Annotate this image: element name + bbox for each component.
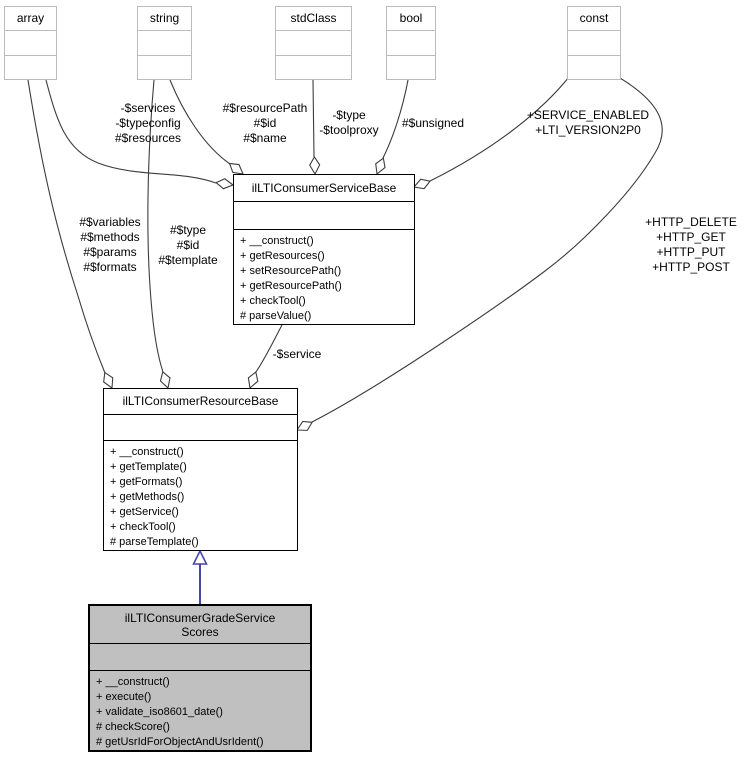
aggregation-diamond: [295, 420, 314, 431]
type-node-bool: bool: [386, 6, 436, 80]
aggregation-diamond: [309, 155, 321, 176]
method-row: + validate_iso8601_date(): [96, 706, 223, 718]
empty-methods-compartment: [568, 55, 620, 79]
empty-attributes-compartment: [5, 31, 56, 55]
class-title: ilLTIConsumerServiceBase: [251, 181, 397, 195]
edge-array-resourcebase: [27, 79, 106, 374]
class-title-line1: ilLTIConsumerGradeService: [124, 610, 276, 625]
edge-label-string-servicebase: #$resourcePath #$id #$name: [222, 101, 308, 145]
empty-attributes-compartment: [387, 31, 435, 55]
type-node-string: string: [137, 6, 192, 80]
empty-attributes-compartment: [138, 31, 191, 55]
edge-label-array-resourcebase: #$variables #$methods #$params #$formats: [79, 215, 141, 274]
class-node-service-base[interactable]: ilLTIConsumerServiceBase + __construct()…: [233, 174, 415, 325]
aggregation-diamond: [412, 178, 431, 190]
empty-attributes-compartment: [276, 31, 351, 55]
methods-compartment: + __construct() + execute() + validate_i…: [90, 670, 310, 750]
edge-string-resourcebase: [147, 79, 164, 373]
edge-bool-servicebase: [382, 79, 409, 159]
method-row: + setResourcePath(): [240, 265, 342, 277]
type-node-label: bool: [387, 7, 435, 31]
method-row: + getTemplate(): [110, 461, 187, 473]
method-row: + getMethods(): [110, 491, 185, 503]
inheritance-arrow: [192, 549, 208, 565]
type-node-label: string: [138, 7, 191, 31]
edge-servicebase-resourcebase: [255, 324, 283, 373]
method-row: # parseTemplate(): [110, 536, 199, 548]
type-node-const: const: [567, 6, 621, 80]
method-row: + checkTool(): [240, 295, 306, 307]
method-row: + __construct(): [240, 235, 314, 247]
method-row: + checkTool(): [110, 521, 176, 533]
method-row: # checkScore(): [96, 721, 170, 733]
empty-methods-compartment: [138, 55, 191, 79]
edge-const-resourcebase: [311, 77, 663, 423]
empty-attributes-compartment: [234, 201, 414, 229]
class-title: ilLTIConsumerResourceBase: [122, 394, 279, 409]
aggregation-diamond: [215, 178, 235, 190]
aggregation-diamond: [247, 371, 259, 390]
type-node-array: array: [4, 6, 57, 80]
method-row: # getUsrIdForObjectAndUsrIdent(): [96, 736, 264, 748]
methods-compartment: + __construct() + getTemplate() + getFor…: [104, 440, 297, 550]
method-row: + getResources(): [240, 250, 325, 262]
type-node-label: stdClass: [276, 7, 351, 31]
method-row: # parseValue(): [240, 310, 312, 322]
class-node-resource-base[interactable]: ilLTIConsumerResourceBase + __construct(…: [103, 388, 298, 551]
methods-compartment: + __construct() + getResources() + setRe…: [234, 229, 414, 324]
method-row: + execute(): [96, 691, 152, 703]
empty-methods-compartment: [5, 55, 56, 79]
edge-label-string-resourcebase: #$type #$id #$template: [158, 223, 218, 267]
aggregation-diamond: [228, 162, 244, 175]
empty-attributes-compartment: [90, 643, 310, 670]
aggregation-diamond: [103, 371, 114, 390]
type-node-label: array: [5, 7, 56, 31]
class-title: ilLTIConsumerGradeService Scores: [90, 606, 310, 643]
edge-stdclass-servicebase: [312, 79, 315, 158]
method-row: + getResourcePath(): [240, 280, 342, 292]
edge-label-stdclass-servicebase: -$type -$toolproxy: [319, 108, 379, 137]
empty-methods-compartment: [387, 55, 435, 79]
edge-label-const-resourcebase: +HTTP_DELETE +HTTP_GET +HTTP_PUT +HTTP_P…: [645, 215, 737, 274]
edge-const-servicebase: [429, 76, 570, 182]
method-row: + __construct(): [96, 676, 170, 688]
edge-label-const-servicebase: +SERVICE_ENABLED +LTI_VERSION2P0: [526, 108, 650, 137]
edge-string-servicebase: [169, 79, 231, 165]
aggregation-diamond: [159, 370, 171, 390]
edge-label-array-servicebase: -$services -$typeconfig #$resources: [114, 101, 182, 145]
type-node-stdclass: stdClass: [275, 6, 352, 80]
edge-array-servicebase: [45, 79, 217, 184]
method-row: + __construct(): [110, 446, 184, 458]
empty-methods-compartment: [276, 55, 351, 79]
empty-attributes-compartment: [568, 31, 620, 55]
method-row: + getFormats(): [110, 476, 183, 488]
empty-attributes-compartment: [104, 413, 297, 440]
edge-label-servicebase-resourcebase: -$service: [272, 347, 322, 361]
aggregation-diamond: [375, 157, 386, 176]
edge-label-bool-servicebase: #$unsigned: [401, 116, 465, 130]
method-row: + getService(): [110, 506, 179, 518]
class-title-line2: Scores: [181, 624, 219, 639]
class-node-grade-service-scores: ilLTIConsumerGradeService Scores + __con…: [88, 604, 312, 752]
type-node-label: const: [568, 7, 620, 31]
